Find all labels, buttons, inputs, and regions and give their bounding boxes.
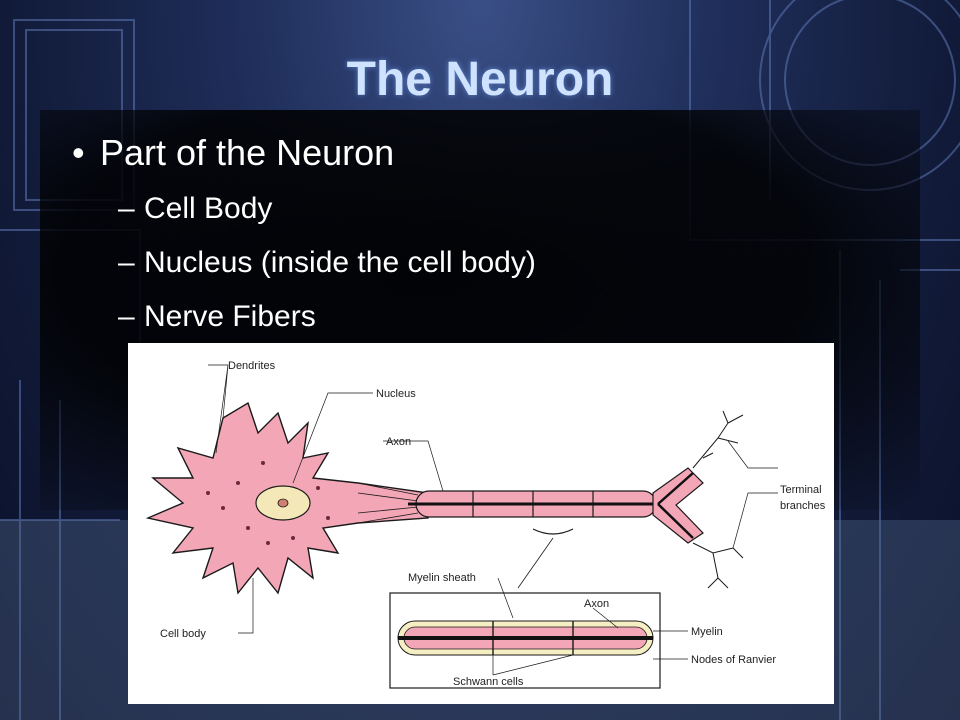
neuron-diagram: Dendrites Nucleus Axon Terminal branches…	[128, 343, 834, 704]
sub-item-text: Cell Body	[144, 192, 273, 225]
sub-marker: –	[118, 246, 135, 279]
cell-body-shape	[145, 401, 429, 595]
label-nodes-of-ranvier: Nodes of Ranvier	[691, 654, 776, 666]
label-myelin-sheath: Myelin sheath	[408, 572, 476, 584]
label-terminal-1: Terminal	[780, 484, 822, 496]
label-axon: Axon	[386, 436, 411, 448]
neuron-diagram-svg: Dendrites Nucleus Axon Terminal branches…	[145, 360, 826, 689]
sub-item: –Nucleus (inside the cell body)	[118, 246, 536, 280]
label-terminal-2: branches	[780, 500, 826, 512]
sub-item: –Cell Body	[118, 192, 272, 226]
slide-title: The Neuron	[346, 53, 614, 106]
sub-marker: –	[118, 192, 135, 225]
bullet-text: Part of the Neuron	[100, 132, 395, 173]
sub-marker: –	[118, 300, 135, 333]
myelin-inset	[389, 592, 661, 689]
label-schwann-cells: Schwann cells	[453, 676, 524, 688]
sub-item-text: Nerve Fibers	[144, 300, 316, 333]
terminal-branches-shape	[692, 410, 744, 589]
label-dendrites: Dendrites	[228, 360, 276, 372]
sub-item: –Nerve Fibers	[118, 300, 316, 334]
label-inset-axon: Axon	[584, 598, 609, 610]
axon-shape	[408, 490, 668, 518]
sub-item-text: Nucleus (inside the cell body)	[144, 246, 536, 279]
label-nucleus: Nucleus	[376, 388, 416, 400]
bullet-main: • Part of the Neuron	[72, 132, 394, 174]
label-myelin: Myelin	[691, 626, 723, 638]
label-cell-body: Cell body	[160, 628, 206, 640]
bullet-marker: •	[72, 132, 85, 173]
